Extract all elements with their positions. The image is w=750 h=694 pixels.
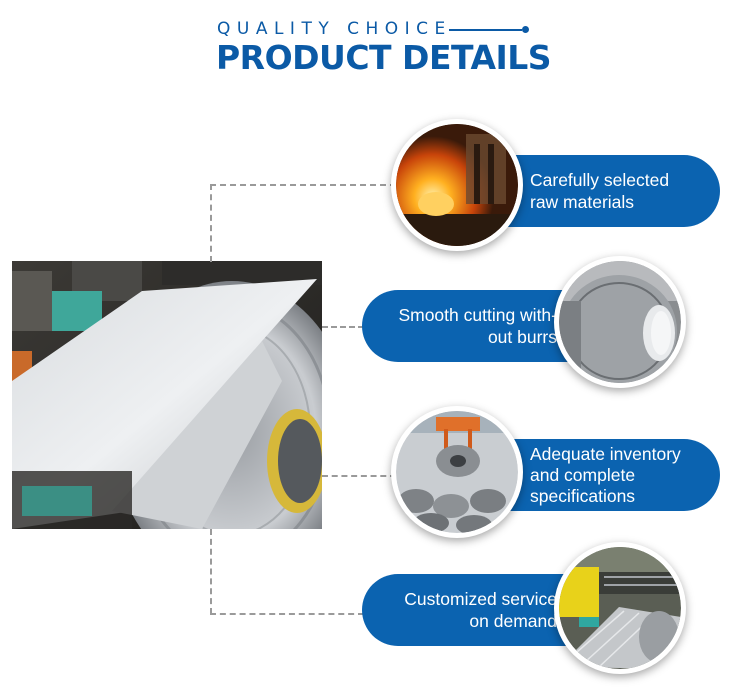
feature-2-line-1: Smooth cutting with- [398, 305, 557, 325]
feature-3-line-2: and complete [530, 464, 636, 485]
feature-4-line-2: on demand [469, 611, 557, 631]
feature-1-furnace-photo [391, 119, 523, 251]
subtitle-decor-line [449, 29, 522, 31]
feature-1-line-1: Carefully selected [530, 170, 670, 190]
feature-4-slitting-line-photo [554, 542, 686, 674]
connector-line-1-vertical [210, 184, 212, 262]
feature-3-line-1: Adequate inventory [530, 443, 681, 464]
connector-line-4-vertical [210, 529, 212, 614]
feature-2-coil-closeup-photo [554, 256, 686, 388]
section-subtitle: QUALITY CHOICE [217, 19, 452, 39]
connector-line-1-horizontal [210, 184, 396, 186]
page-title: PRODUCT DETAILS [216, 38, 552, 77]
connector-line-4-horizontal [210, 613, 364, 615]
connector-line-2 [322, 326, 364, 328]
subtitle-decor-dot [522, 26, 529, 33]
feature-4-line-1: Customized service [404, 589, 557, 609]
feature-2-line-2: out burrs [487, 327, 557, 347]
main-steel-coil-photo [12, 261, 322, 529]
connector-line-3 [322, 475, 396, 477]
feature-3-warehouse-photo [391, 406, 523, 538]
feature-3-line-3: specifications [530, 485, 636, 506]
feature-1-line-2: raw materials [530, 192, 635, 212]
header: QUALITY CHOICE PRODUCT DETAILS [0, 0, 750, 90]
